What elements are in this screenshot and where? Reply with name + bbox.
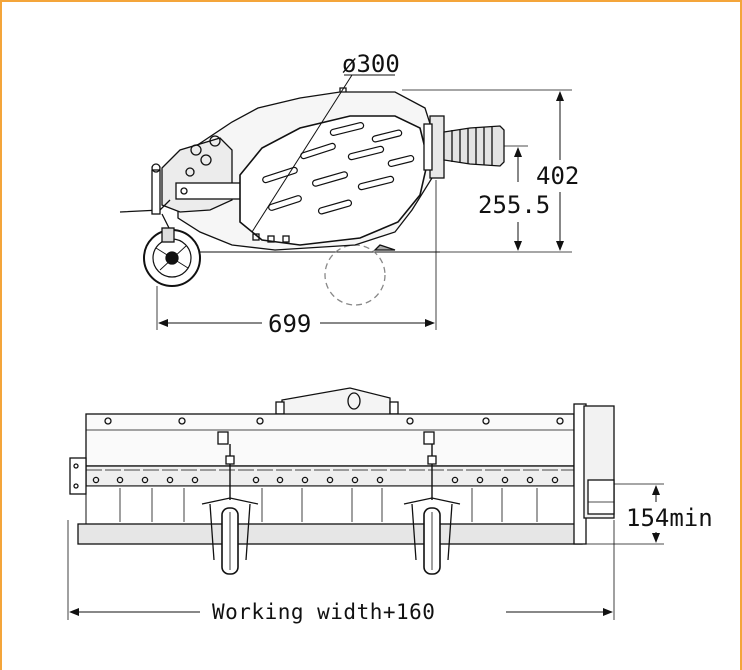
hood-bolt-3 [256,417,264,425]
pto-shaft [443,125,505,167]
left-plate-bolt-1 [73,463,79,469]
hood-bolt-2 [178,417,186,425]
hood-bolt-6 [556,417,564,425]
right-wheel-fork [411,503,453,561]
hitch-bar [175,182,243,200]
left-wheel-fork [209,503,251,561]
left-side-plate [69,457,87,495]
stand-knob [151,163,161,173]
hitch-plate [161,137,233,213]
lift-bracket-left-pin [275,401,285,415]
front-wheel-spokes [155,245,189,271]
left-wheel-fork-top [201,497,259,505]
hitch-hole-4 [185,167,195,177]
lift-bracket-right-pin [389,401,399,415]
lift-bracket [281,387,391,414]
diameter-label: ø300 [342,50,400,78]
front-view [67,387,664,620]
fastener-3 [282,235,290,243]
gearbox-body [423,123,433,171]
height-label: 402 [536,162,579,190]
left-wheel-clamp [217,431,229,445]
rear-roller-circle [324,244,386,306]
fastener-2 [267,235,275,243]
flail-rods [119,488,538,522]
hitch-hole-1 [190,144,202,156]
rear-roller-stub [373,244,396,251]
fastener-1 [252,233,260,241]
hitch-hole-3 [209,135,221,147]
right-wheel-clamp [423,431,435,445]
hitch-bar-pin [180,187,188,195]
side-view [119,74,572,330]
left-plate-bolt-2 [73,483,79,489]
hood-bolt-5 [482,417,490,425]
front-stand [151,169,161,215]
hitch-hole-2 [200,154,212,166]
right-wheel-fork-top [403,497,461,505]
depth-label: 699 [268,310,311,338]
working-width-label: Working width+160 [212,600,435,624]
hood-bolt-1 [104,417,112,425]
right-wheel-collar [427,455,437,465]
front-hood [85,413,575,467]
shroud-slots [262,122,415,215]
top-bracket [339,87,347,92]
roller-bar [77,523,583,545]
wheel-fork [161,227,175,243]
min-clearance-label: 154min [626,504,713,532]
gearbox-output [587,479,615,515]
diameter-leader [251,74,353,233]
rotor-band-bolts [92,476,559,484]
left-wheel-collar [225,455,235,465]
pto-height-label: 255.5 [478,191,550,219]
lift-bracket-hole [347,392,361,410]
hood-bolt-4 [406,417,414,425]
